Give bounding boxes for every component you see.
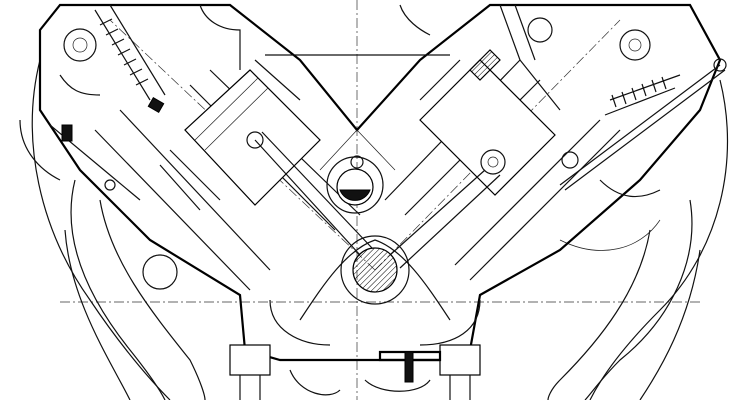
crank-pin (352, 247, 398, 293)
intake-valley (254, 54, 461, 101)
center-bolt (350, 155, 364, 169)
engine-block (38, 3, 722, 362)
right-exhaust-manifold (547, 79, 729, 400)
left-connecting-rod (254, 131, 373, 256)
crankshaft (269, 235, 481, 346)
left-cylinder-bank (94, 69, 361, 291)
left-cylinder-head (19, 4, 241, 211)
left-wrist-pin (246, 131, 264, 149)
left-port-circle (142, 254, 178, 290)
right-piston (419, 59, 556, 196)
left-exhaust-manifold (31, 59, 206, 400)
main-bearing-caps (229, 344, 481, 400)
left-valve-spring (94, 4, 166, 101)
right-cylinder-bank (384, 49, 621, 281)
camshaft (319, 129, 396, 214)
right-valve-spring (604, 74, 681, 116)
dipstick (559, 64, 726, 191)
right-connecting-rod (389, 169, 501, 269)
left-piston (184, 69, 321, 206)
right-wrist-pin (480, 149, 506, 175)
right-cylinder-head (399, 4, 727, 198)
